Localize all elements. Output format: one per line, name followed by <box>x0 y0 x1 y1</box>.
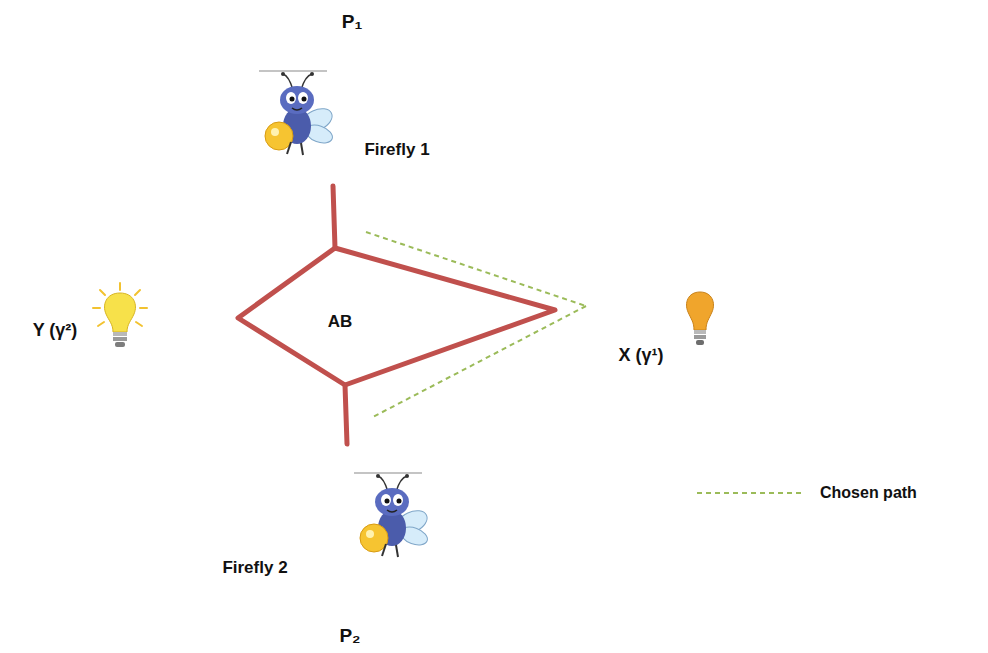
legend-swatch <box>697 481 802 505</box>
kite-region: AB <box>238 246 558 388</box>
light-bulb <box>687 292 714 345</box>
region-label: AB <box>328 312 353 332</box>
light-bulb <box>93 283 147 347</box>
light-label: Y (γ²) <box>33 320 78 341</box>
point-label: P₁ <box>342 11 363 33</box>
chosen-path <box>366 232 586 418</box>
light-label: X (γ¹) <box>619 345 664 366</box>
kite-outline <box>238 246 558 388</box>
firefly-label: Firefly 1 <box>364 140 429 160</box>
legend-row: Chosen path <box>697 480 917 506</box>
firefly-icon <box>259 71 336 155</box>
firefly-icon <box>354 473 431 557</box>
firefly-label: Firefly 2 <box>222 558 287 578</box>
legend-label: Chosen path <box>820 484 917 502</box>
point-label: P₂ <box>339 625 360 647</box>
